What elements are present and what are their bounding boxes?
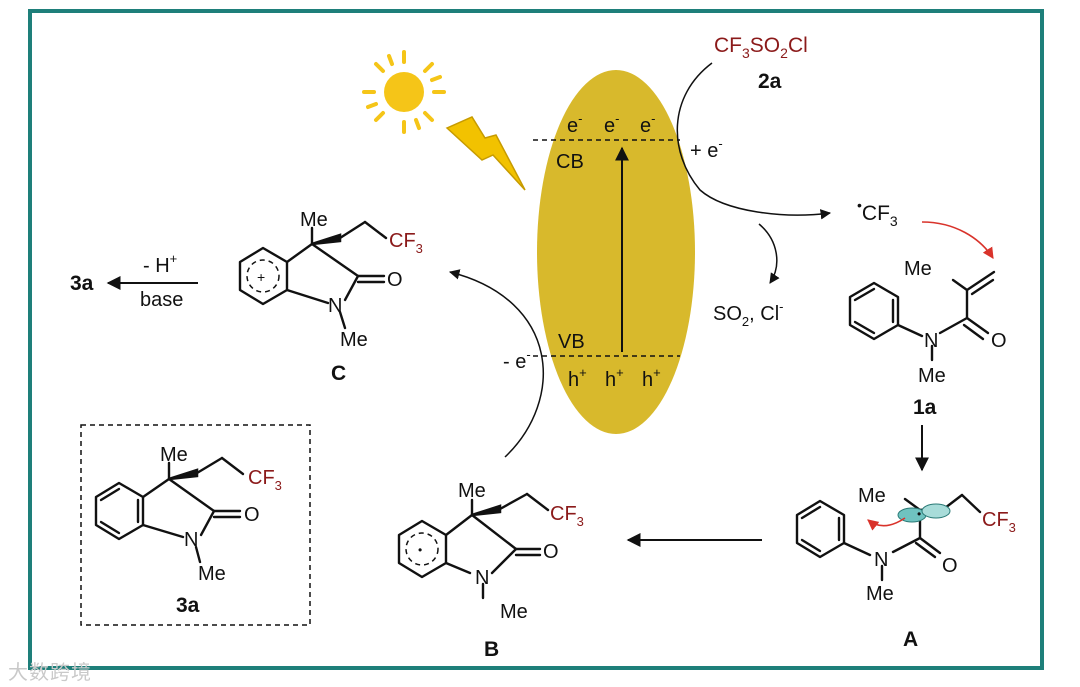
atom-o-3a: O [244,504,260,526]
atom-me-a-top: Me [858,485,886,507]
atom-o-c: O [387,269,403,291]
electron-loss-label: - e- [503,347,531,373]
cb-label: CB [556,151,584,173]
atom-cf3-c: CF3 [389,230,423,256]
radical-dot-a: • [917,507,921,521]
atom-o-a: O [942,555,958,577]
electron-1: e- [567,111,582,137]
plus-in-ring-c: + [257,269,265,285]
semiconductor-particle [537,70,695,434]
hole-2: h+ [605,365,624,391]
vb-label: VB [558,331,585,353]
cf3-radical-label: •CF3 [857,197,898,229]
atom-o-b: O [543,541,559,563]
oxidation-arrow [448,269,544,458]
deprotonation-label: - H+ [143,251,177,277]
figure-frame [28,9,1044,670]
electron-2: e- [604,111,619,137]
atom-me-1a-n: Me [918,365,946,387]
atom-cf3-3a: CF3 [248,467,282,493]
atom-me-3a-top: Me [160,444,188,466]
reagent-2a-label: 2a [758,70,782,93]
atom-cf3-a: CF3 [982,509,1016,535]
byproduct-label: SO2, Cl- [713,299,783,329]
label-1a: 1a [913,396,937,419]
byproduct-arrow [758,223,780,284]
electron-3: e- [640,111,655,137]
label-c: C [331,362,346,385]
product-3a-box [80,424,311,626]
product-3a-arrow-label: 3a [70,272,94,295]
label-b: B [484,638,499,661]
reagent-2a-formula: CF3SO2Cl [714,34,808,61]
cyclization-arrow [867,517,906,531]
atom-o-1a: O [991,330,1007,352]
atom-me-b-n: Me [500,601,528,623]
product-3a-structure [94,456,245,564]
atom-me-a-n: Me [866,583,894,605]
atom-me-c-n: Me [340,329,368,351]
hole-1: h+ [568,365,587,391]
intermediate-c [238,220,388,330]
atom-n-b: N [475,567,489,589]
label-3a-box: 3a [176,594,200,617]
lightning-bolt-icon [445,116,526,191]
atom-me-c-top: Me [300,209,328,231]
atom-me-b-top: Me [458,480,486,502]
watermark-text: 大数跨境 [8,660,92,684]
label-a: A [903,628,918,651]
sco-arrow-curve [676,62,832,220]
atom-n-3a: N [184,529,198,551]
atom-cf3-b: CF3 [550,503,584,529]
intermediate-b [397,492,550,600]
radical-orbital-lobe-right [921,503,951,519]
atom-n-a: N [874,549,888,571]
radical-dot-b: • [418,543,422,557]
base-label: base [140,289,183,311]
hole-3: h+ [642,365,661,391]
electron-gain-label: + e- [690,136,723,162]
compound-1a [848,270,996,362]
atom-me-3a-n: Me [198,563,226,585]
radical-addition-arrow [921,221,994,259]
atom-me-1a-top: Me [904,258,932,280]
atom-n-1a: N [924,330,938,352]
sun-icon [362,50,446,134]
atom-n-c: N [328,295,342,317]
